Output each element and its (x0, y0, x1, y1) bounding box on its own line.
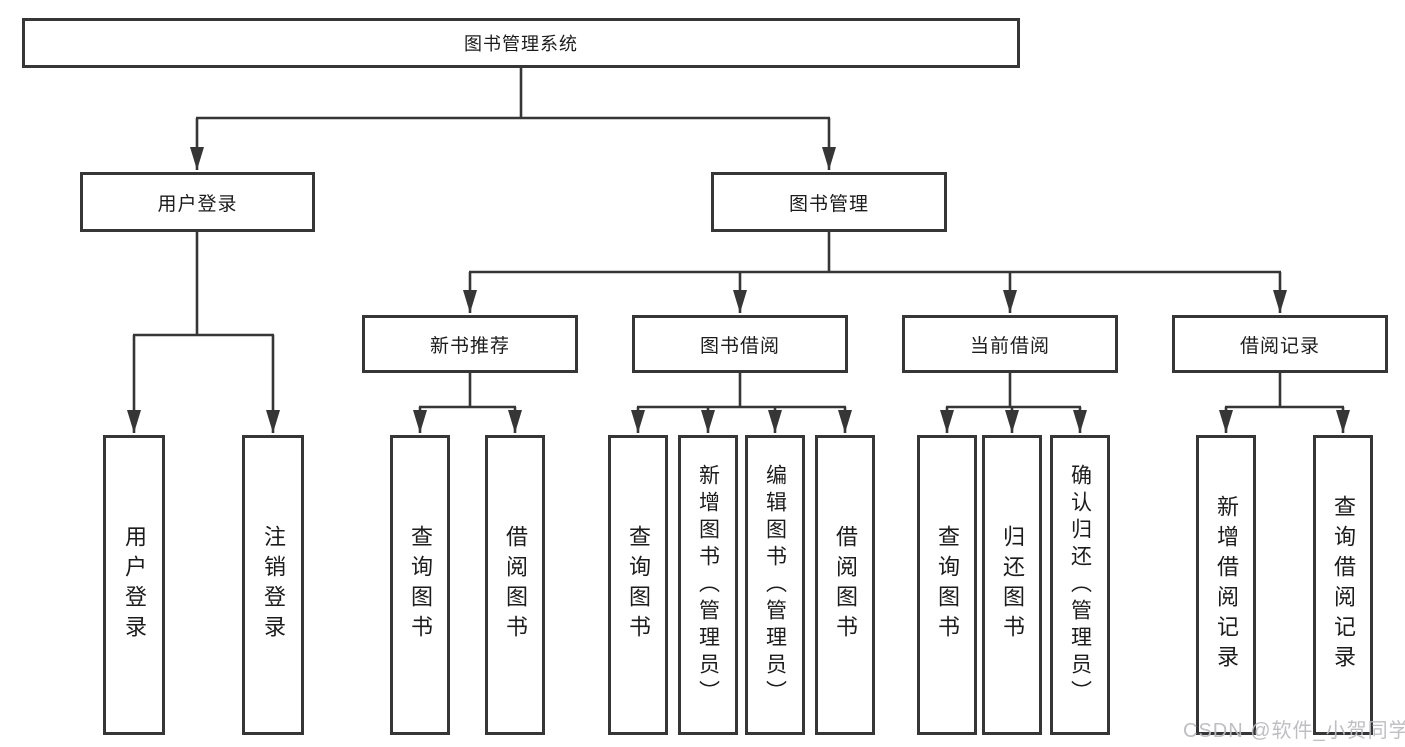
node-new-book-recommend-label: 新书推荐 (429, 335, 510, 357)
connector-current-borrow-children (940, 373, 1087, 433)
leaf-query-borrow-record: 查询借阅记录 (1313, 435, 1373, 735)
leaf-user-login: 用户登录 (103, 435, 165, 735)
leaf-add-borrow-record: 新增借阅记录 (1196, 435, 1256, 735)
leaf-borrow-query-books-label: 查询图书 (626, 525, 651, 645)
connector-book-management-children (463, 232, 1287, 313)
leaf-confirm-return-admin: 确认归还（管理员） (1050, 435, 1110, 735)
node-user-login-label: 用户登录 (157, 193, 238, 215)
node-current-borrow: 当前借阅 (902, 315, 1118, 373)
node-borrow-records-label: 借阅记录 (1239, 335, 1320, 357)
leaf-logout: 注销登录 (242, 435, 304, 735)
node-root: 图书管理系统 (22, 18, 1020, 68)
leaf-edit-books-admin: 编辑图书（管理员） (745, 435, 805, 735)
node-current-borrow-label: 当前借阅 (969, 335, 1050, 357)
leaf-current-query-books: 查询图书 (917, 435, 977, 735)
leaf-add-books-admin: 新增图书（管理员） (678, 435, 738, 735)
leaf-recommend-query-books: 查询图书 (390, 435, 450, 735)
leaf-borrow-books-label: 借阅图书 (833, 525, 858, 645)
node-book-management-label: 图书管理 (788, 193, 869, 215)
connector-new-book-recommend-children (413, 373, 522, 433)
leaf-logout-label: 注销登录 (261, 525, 286, 645)
leaf-recommend-query-books-label: 查询图书 (408, 525, 433, 645)
connector-root-to-level2 (190, 68, 836, 170)
leaf-current-query-books-label: 查询图书 (935, 525, 960, 645)
node-borrow-records: 借阅记录 (1172, 315, 1388, 373)
leaf-edit-books-admin-label: 编辑图书（管理员） (763, 463, 787, 707)
leaf-return-books: 归还图书 (982, 435, 1042, 735)
connector-user-login-children (127, 232, 280, 433)
leaf-recommend-borrow-books-label: 借阅图书 (503, 525, 528, 645)
leaf-return-books-label: 归还图书 (1000, 525, 1025, 645)
leaf-query-borrow-record-label: 查询借阅记录 (1331, 495, 1356, 675)
node-user-login: 用户登录 (80, 172, 315, 232)
node-new-book-recommend: 新书推荐 (362, 315, 578, 373)
node-root-label: 图书管理系统 (464, 34, 578, 54)
leaf-add-borrow-record-label: 新增借阅记录 (1214, 495, 1239, 675)
leaf-borrow-books: 借阅图书 (815, 435, 875, 735)
connector-book-borrow-children (631, 373, 852, 433)
connector-borrow-records-children (1219, 373, 1350, 433)
leaf-add-books-admin-label: 新增图书（管理员） (696, 463, 720, 707)
leaf-borrow-query-books: 查询图书 (608, 435, 668, 735)
leaf-confirm-return-admin-label: 确认归还（管理员） (1068, 463, 1092, 707)
csdn-watermark: CSDN @软件_小贺同学 (1183, 720, 1405, 742)
node-book-borrow-label: 图书借阅 (699, 335, 780, 357)
leaf-user-login-label: 用户登录 (122, 525, 147, 645)
node-book-management: 图书管理 (711, 172, 947, 232)
leaf-recommend-borrow-books: 借阅图书 (485, 435, 545, 735)
node-book-borrow: 图书借阅 (632, 315, 848, 373)
